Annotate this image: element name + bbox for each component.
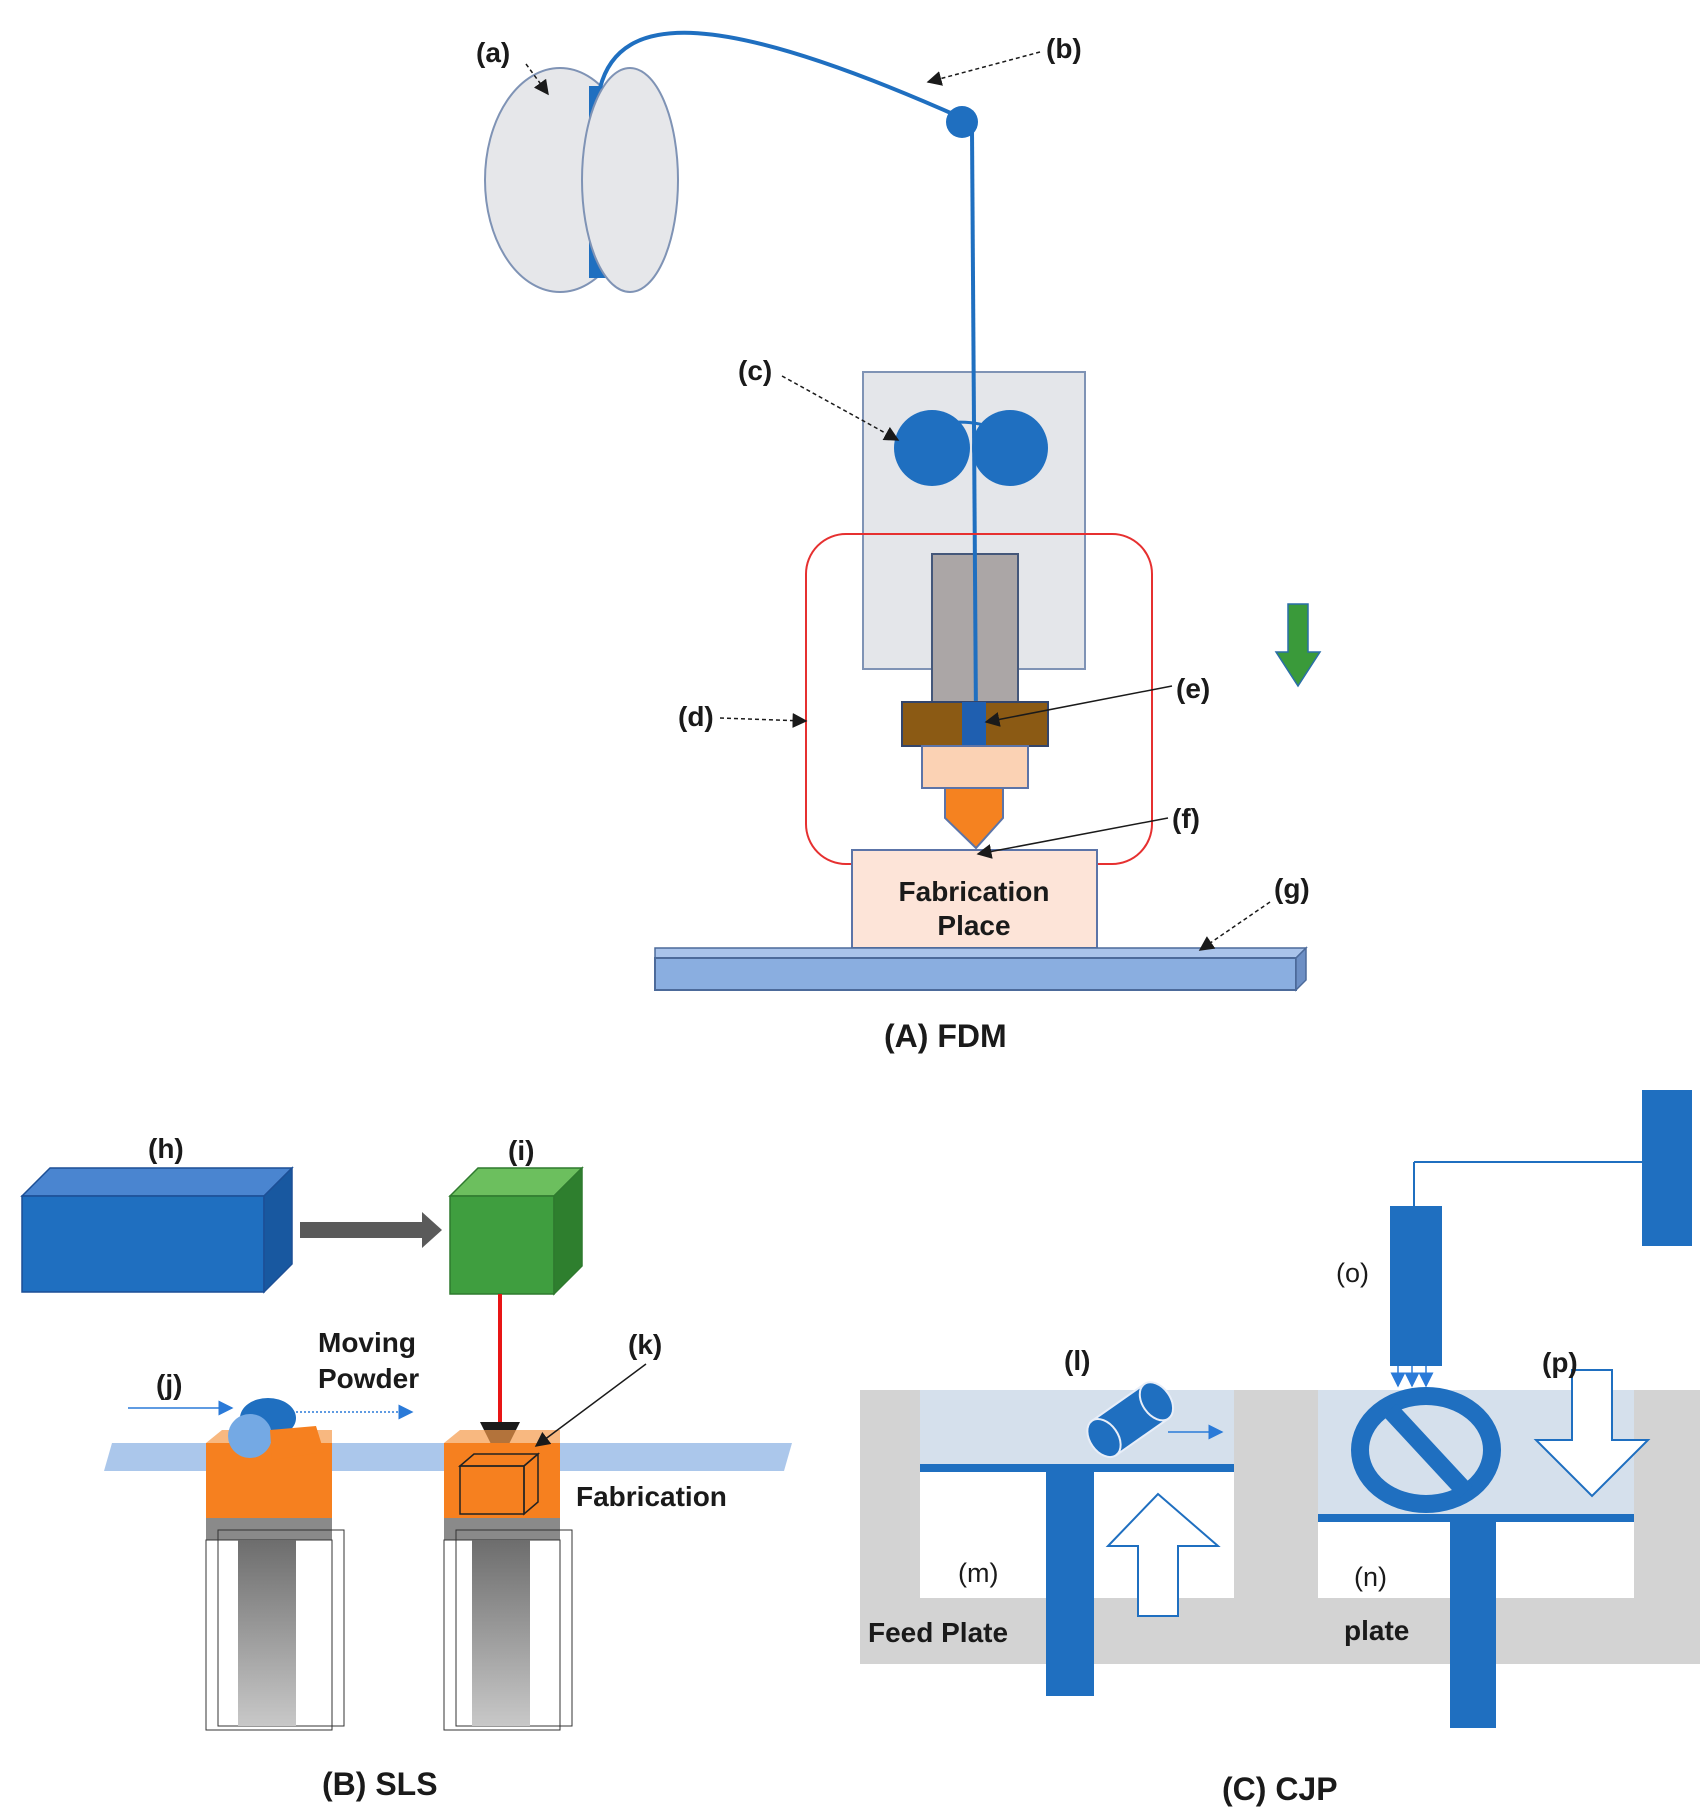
fabrication-place-box xyxy=(851,849,1098,949)
leader-c xyxy=(781,375,900,441)
feed-plate-label: Feed Plate xyxy=(868,1617,1008,1648)
filament-guide xyxy=(946,106,978,138)
build-cylinder xyxy=(443,1430,573,1731)
beam-transfer-arrow xyxy=(300,1212,442,1248)
leader-k xyxy=(534,1363,647,1447)
label-a: (a) xyxy=(476,37,510,68)
label-c: (c) xyxy=(738,355,772,386)
leader-e xyxy=(984,685,1173,727)
feed-piston xyxy=(1046,1468,1094,1696)
label-i: (i) xyxy=(508,1135,534,1166)
label-k: (k) xyxy=(628,1329,662,1360)
leader-b xyxy=(926,51,1041,86)
recoater-roller-icon xyxy=(228,1398,324,1460)
leader-g xyxy=(1198,901,1271,951)
filament-vertical xyxy=(970,129,978,723)
sls-caption: (B) SLS xyxy=(322,1766,438,1802)
printed-part xyxy=(1351,1387,1501,1513)
fdm-caption: (A) FDM xyxy=(884,1018,1007,1054)
leader-d xyxy=(719,713,808,729)
label-m: (m) xyxy=(958,1558,998,1588)
down-arrow-icon xyxy=(1533,1369,1651,1498)
cjp-panel: (l) (m) (n) (o) (p) Feed Plate plate (C)… xyxy=(860,1090,1700,1807)
feed-roller-icon xyxy=(894,410,1048,486)
laser-source-icon xyxy=(20,1166,294,1294)
label-n: (n) xyxy=(1354,1562,1387,1592)
build-bed xyxy=(654,946,1308,992)
leader-f xyxy=(976,817,1169,859)
scanner-icon xyxy=(448,1166,584,1296)
moving-powder-line1: Moving xyxy=(318,1327,416,1358)
sls-fabrication-label: Fabrication xyxy=(576,1481,727,1512)
label-b: (b) xyxy=(1046,33,1082,64)
feed-cylinder xyxy=(205,1430,345,1731)
down-arrow-icon xyxy=(1274,603,1322,688)
label-f: (f) xyxy=(1172,803,1200,834)
recoater-roller-icon xyxy=(1086,1381,1224,1459)
label-d: (d) xyxy=(678,701,714,732)
sls-panel: (h) (i) (j) (k) Moving Powder Fabricatio… xyxy=(20,1133,792,1802)
cjp-caption: (C) CJP xyxy=(1222,1771,1338,1807)
extruder-nozzle-icon xyxy=(901,701,1049,850)
label-g: (g) xyxy=(1274,873,1310,904)
fabrication-place-line1: Fabrication xyxy=(899,876,1050,907)
label-p: (p) xyxy=(1542,1347,1578,1378)
moving-powder-line2: Powder xyxy=(318,1363,419,1394)
fabrication-place-line2: Place xyxy=(937,910,1010,941)
filament xyxy=(598,30,963,120)
leader-a xyxy=(525,63,549,96)
label-h: (h) xyxy=(148,1133,184,1164)
label-j: (j) xyxy=(156,1369,182,1400)
label-l: (l) xyxy=(1064,1345,1090,1376)
fdm-panel: Fabrication Place (a) (b) (c) (d) (e) (f… xyxy=(476,30,1322,1054)
print-head-icon xyxy=(1390,1090,1692,1388)
build-piston xyxy=(1450,1518,1496,1728)
up-arrow-icon xyxy=(1105,1492,1221,1617)
plate-label: plate xyxy=(1344,1615,1409,1646)
label-o: (o) xyxy=(1336,1258,1369,1288)
filament-spool-icon xyxy=(484,67,679,293)
label-e: (e) xyxy=(1176,673,1210,704)
